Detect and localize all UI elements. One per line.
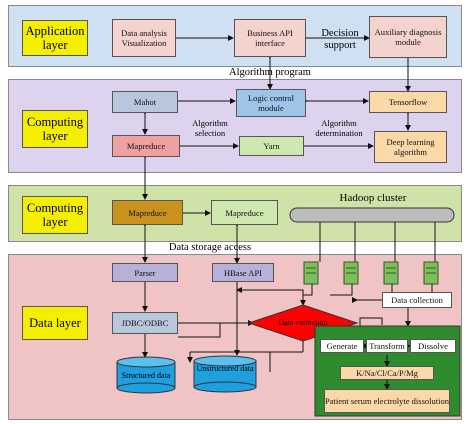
jdbc-odbc-box: JDBC/ODBC — [112, 312, 178, 334]
algorithm-program-label: Algorithm program — [229, 67, 311, 78]
link-extraction-unstructured — [269, 351, 303, 372]
unstructured-data-label: Unstructured data — [196, 364, 254, 373]
patient-serum-box: Patient serum electrolyte dissolution — [324, 389, 450, 413]
link-server2 — [330, 284, 353, 296]
auxiliary-diagnosis-box: Auxiliary diagnosis module — [369, 16, 447, 58]
server-icon — [303, 261, 439, 285]
structured-data-label: Structured data — [121, 371, 171, 380]
data-analysis-box: Data analysis Visualization — [112, 19, 176, 57]
business-api-box: Business API interface — [234, 19, 306, 57]
parser-box: Parser — [112, 263, 178, 282]
mapreduce-top-box: Mapreduce — [112, 135, 180, 157]
mapreduce-left-box: Mapreduce — [112, 200, 183, 225]
algorithm-selection-label: Algorithm selection — [192, 118, 228, 138]
yarn-box: Yarn — [239, 136, 304, 156]
computing-layer-mid-label: Computing layer — [22, 196, 88, 234]
tensorflow-box: Tensorflow — [369, 91, 447, 113]
arrow-extraction-hbase — [236, 287, 304, 305]
generate-box: Generate — [320, 339, 364, 353]
algorithm-determination-label: Algorithm determination — [315, 118, 363, 138]
link-jdbc-branch — [178, 323, 221, 338]
hadoop-cluster-bar — [289, 207, 455, 223]
data-collection-box: Data collection — [382, 292, 452, 308]
arrow-server1-extraction — [300, 284, 313, 306]
data-layer-label: Data layer — [22, 306, 88, 340]
data-extraction-label: Data extraction — [278, 318, 328, 327]
unstructured-data-cylinder — [193, 355, 257, 393]
logic-control-box: Logic control module — [236, 89, 306, 117]
electrolytes-box: K/Na/Cl/Ca/P/Mg — [340, 366, 434, 380]
computing-layer-top-label: Computing layer — [22, 110, 88, 148]
data-storage-access-label: Data storage access — [168, 242, 252, 253]
link-etl-top — [359, 317, 383, 326]
deep-learning-box: Deep learning algorithm — [374, 131, 447, 163]
application-layer-label: Application layer — [22, 20, 88, 56]
decision-support-label: Decision support — [321, 28, 359, 51]
hadoop-cluster-label: Hadoop cluster — [339, 192, 407, 204]
mahot-box: Mahot — [112, 91, 178, 113]
hbase-api-box: HBase API — [212, 263, 274, 282]
dissolve-box: Dissolve — [410, 339, 456, 353]
mapreduce-right-box: Mapreduce — [211, 200, 278, 225]
transform-box: Transform — [366, 339, 408, 353]
structured-data-cylinder — [116, 356, 176, 394]
